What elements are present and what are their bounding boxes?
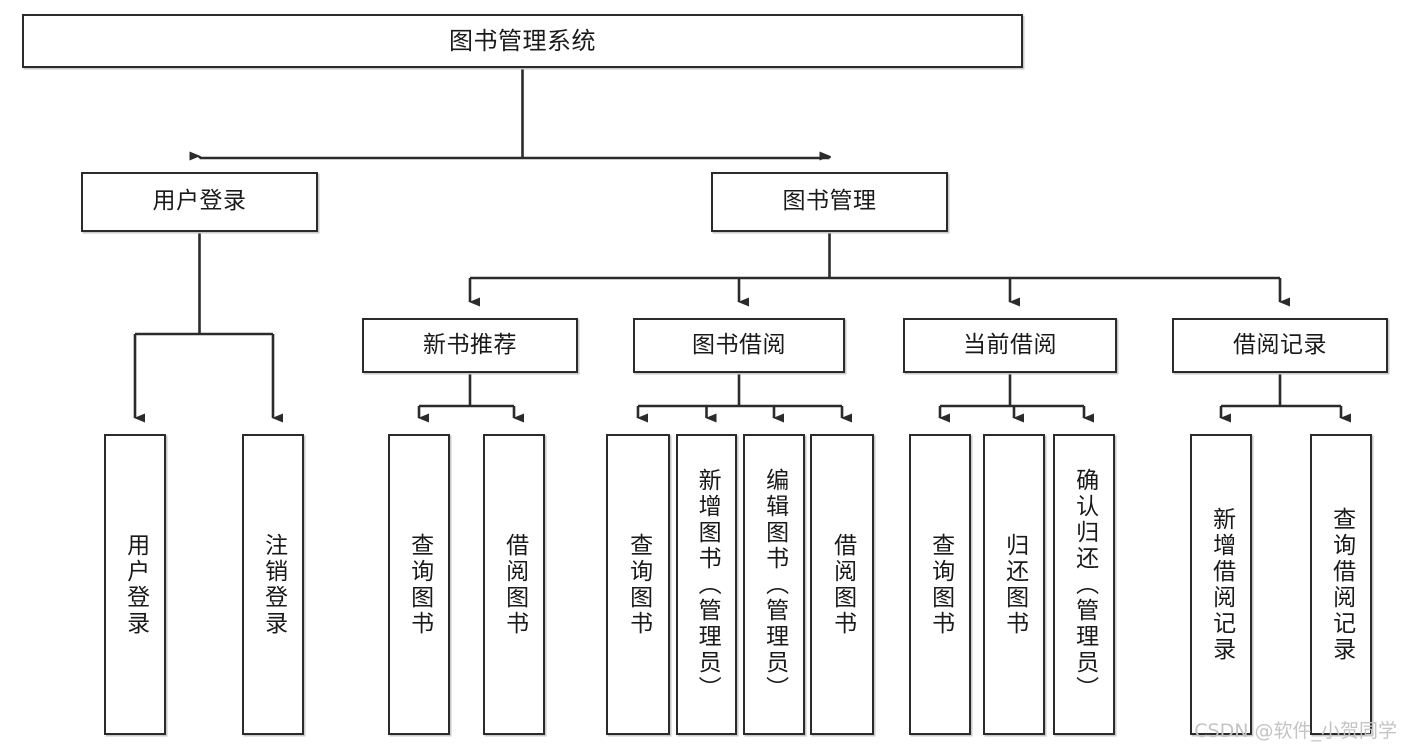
node-label-newbook: 新书推荐 bbox=[423, 331, 517, 358]
node-label-leaf-5: 查询图书 bbox=[625, 532, 652, 637]
node-label-login: 用户登录 bbox=[152, 188, 247, 215]
node-leaf-4[interactable]: 借阅图书 bbox=[483, 434, 545, 735]
node-label-leaf-10: 归还图书 bbox=[1001, 532, 1028, 637]
node-leaf-9[interactable]: 查询图书 bbox=[909, 434, 971, 735]
node-leaf-6[interactable]: 新增图书（管理员） bbox=[676, 434, 737, 735]
node-label-leaf-2: 注销登录 bbox=[260, 532, 287, 637]
node-leaf-13[interactable]: 查询借阅记录 bbox=[1310, 434, 1372, 735]
node-label-leaf-9: 查询图书 bbox=[927, 532, 954, 637]
node-records[interactable]: 借阅记录 bbox=[1172, 318, 1388, 373]
node-leaf-2[interactable]: 注销登录 bbox=[242, 434, 304, 735]
node-leaf-7[interactable]: 编辑图书（管理员） bbox=[743, 434, 805, 735]
node-leaf-5[interactable]: 查询图书 bbox=[606, 434, 670, 735]
node-label-leaf-7: 编辑图书（管理员） bbox=[761, 467, 788, 702]
watermark-label: CSDN @软件_小贺同学 bbox=[1194, 720, 1397, 742]
node-leaf-1[interactable]: 用户登录 bbox=[104, 434, 166, 735]
node-current[interactable]: 当前借阅 bbox=[903, 318, 1117, 373]
node-label-leaf-6: 新增图书（管理员） bbox=[694, 467, 721, 702]
node-label-leaf-4: 借阅图书 bbox=[501, 532, 528, 637]
node-newbook[interactable]: 新书推荐 bbox=[362, 318, 578, 373]
node-label-root: 图书管理系统 bbox=[449, 26, 596, 55]
node-label-records: 借阅记录 bbox=[1233, 331, 1327, 358]
node-bookmgmt[interactable]: 图书管理 bbox=[711, 172, 948, 232]
node-leaf-8[interactable]: 借阅图书 bbox=[810, 434, 874, 735]
node-label-leaf-13: 查询借阅记录 bbox=[1328, 506, 1355, 663]
node-label-leaf-11: 确认归还（管理员） bbox=[1071, 467, 1098, 702]
node-leaf-11[interactable]: 确认归还（管理员） bbox=[1053, 434, 1115, 735]
node-borrow[interactable]: 图书借阅 bbox=[633, 318, 845, 373]
node-label-leaf-1: 用户登录 bbox=[122, 532, 149, 637]
node-leaf-10[interactable]: 归还图书 bbox=[983, 434, 1045, 735]
node-root[interactable]: 图书管理系统 bbox=[22, 14, 1023, 68]
node-label-leaf-8: 借阅图书 bbox=[829, 532, 856, 637]
node-label-current: 当前借阅 bbox=[963, 331, 1057, 358]
node-label-leaf-3: 查询图书 bbox=[406, 532, 433, 637]
node-label-leaf-12: 新增借阅记录 bbox=[1208, 506, 1235, 663]
node-leaf-3[interactable]: 查询图书 bbox=[388, 434, 450, 735]
node-login[interactable]: 用户登录 bbox=[81, 172, 318, 232]
node-leaf-12[interactable]: 新增借阅记录 bbox=[1190, 434, 1252, 735]
node-label-borrow: 图书借阅 bbox=[692, 331, 786, 358]
node-label-bookmgmt: 图书管理 bbox=[782, 188, 877, 215]
